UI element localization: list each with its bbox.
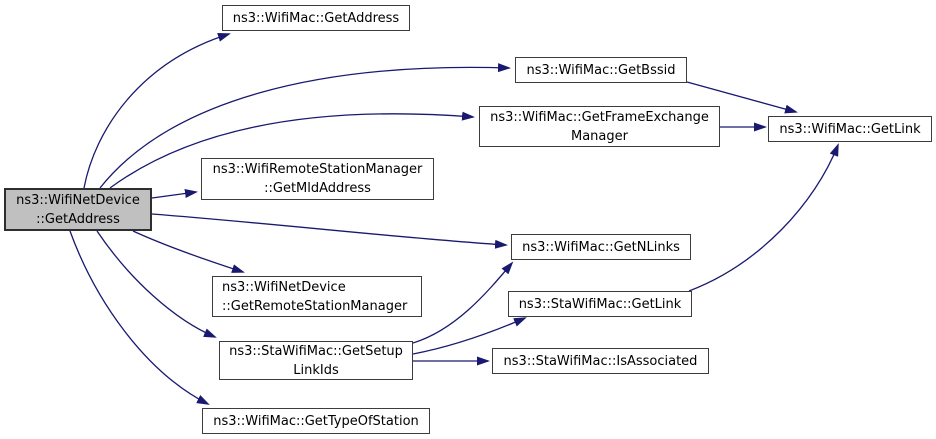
node-stawifimac-getsetuplinkids[interactable]: ns3::StaWifiMac::GetSetup LinkIds <box>219 341 413 380</box>
edge-stawifimac-getlink-to-wifimac-getlink <box>688 143 839 292</box>
node-label: Manager <box>571 128 628 144</box>
edge-getaddress-to-getbssid <box>99 63 511 189</box>
edge-getaddress-to-getremotestationmanager <box>132 230 245 273</box>
node-label: ns3::WifiMac::GetAddress <box>232 10 400 26</box>
edge-getaddress-to-wifimac-getaddress <box>83 33 231 189</box>
node-label: ns3::WifiRemoteStationManager <box>212 162 423 177</box>
node-stawifimac-getlink[interactable]: ns3::StaWifiMac::GetLink <box>508 291 692 317</box>
edge-getaddress-to-getmldaddress <box>151 189 198 199</box>
node-label: ::GetAddress <box>36 211 120 227</box>
node-label: ns3::WifiMac::GetBssid <box>526 62 676 78</box>
node-label: ::GetMldAddress <box>264 181 371 196</box>
node-label: ns3::StaWifiMac::GetLink <box>518 296 682 312</box>
node-wifimac-getlink[interactable]: ns3::WifiMac::GetLink <box>768 116 932 142</box>
node-wifinetdevice-getremotestationmanager[interactable]: ns3::WifiNetDevice ::GetRemoteStationMan… <box>212 276 422 317</box>
node-label: ns3::WifiNetDevice <box>222 279 346 295</box>
node-wifimac-getaddress[interactable]: ns3::WifiMac::GetAddress <box>222 5 410 31</box>
node-label: ns3::WifiMac::GetLink <box>779 121 921 137</box>
node-label: ns3::WifiMac::GetFrameExchange <box>490 109 709 125</box>
node-label: ns3::WifiMac::GetNLinks <box>522 239 680 255</box>
edge-getsetuplinkids-to-getnlinks <box>412 261 514 344</box>
node-label: ns3::WifiMac::GetTypeOfStation <box>213 413 419 429</box>
edge-getbssid-to-wifimac-getlink <box>686 81 798 114</box>
node-wifimac-getbssid[interactable]: ns3::WifiMac::GetBssid <box>515 57 687 83</box>
node-wifiremotestationmanager-getmldaddress[interactable]: ns3::WifiRemoteStationManager ::GetMldAd… <box>201 158 434 200</box>
node-wifinetdevice-getaddress: ns3::WifiNetDevice ::GetAddress <box>4 188 152 231</box>
node-label: ns3::WifiNetDevice <box>16 192 140 208</box>
edge-getaddress-to-gettypeofstation <box>69 230 210 405</box>
node-label: ::GetRemoteStationManager <box>222 298 408 314</box>
node-label: LinkIds <box>293 362 339 378</box>
node-label: ns3::StaWifiMac::GetSetup <box>229 343 403 359</box>
node-wifimac-gettypeofstation[interactable]: ns3::WifiMac::GetTypeOfStation <box>202 408 430 434</box>
node-wifimac-getframeexchangemanager[interactable]: ns3::WifiMac::GetFrameExchange Manager <box>479 106 720 147</box>
edge-getaddress-to-getframeexchangemanager <box>109 111 475 189</box>
edge-getaddress-to-getsetuplinkids <box>96 230 217 338</box>
node-wifimac-getnlinks[interactable]: ns3::WifiMac::GetNLinks <box>511 234 691 260</box>
node-stawifimac-isassociated[interactable]: ns3::StaWifiMac::IsAssociated <box>492 348 709 374</box>
edge-getsetuplinkids-to-stawifimac-getlink <box>412 317 527 355</box>
edge-getaddress-to-getnlinks <box>151 213 508 249</box>
node-label: ns3::StaWifiMac::IsAssociated <box>503 353 698 369</box>
